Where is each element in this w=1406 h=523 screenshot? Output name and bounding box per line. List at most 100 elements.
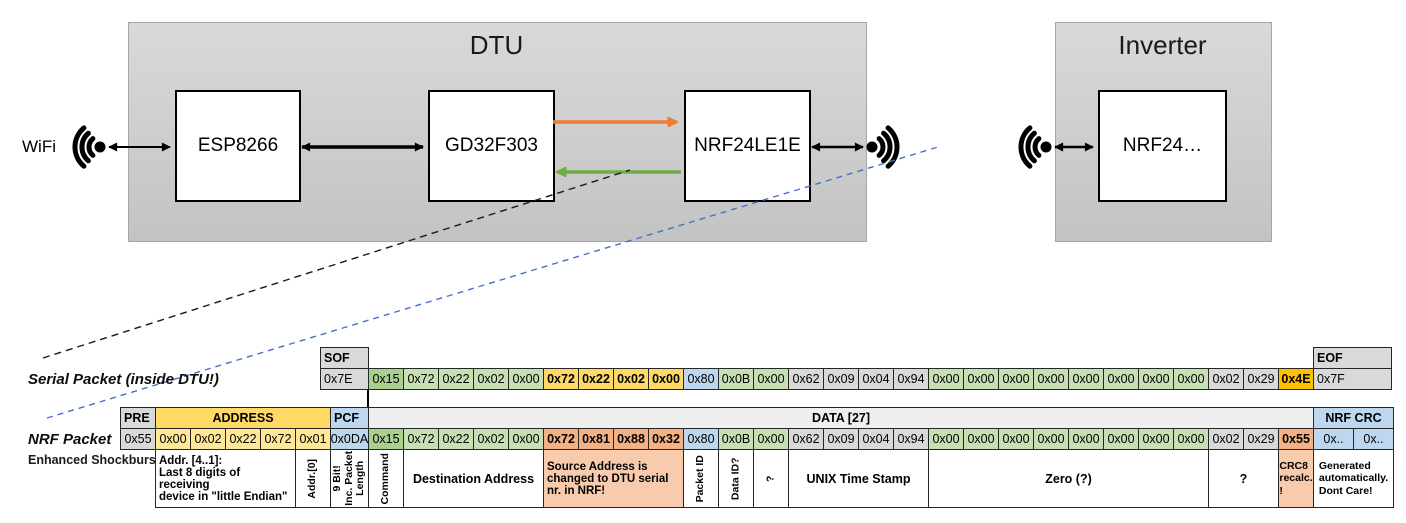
annotation-unix-time-stamp-text: UNIX Time Stamp	[806, 471, 911, 486]
annotation-destination-address: Destination Address	[403, 449, 544, 508]
serial-byte-1: 0x72	[403, 368, 439, 390]
nrf-byte-33: 0x55	[1278, 428, 1314, 450]
annotation-command: Command	[368, 449, 404, 508]
annotation-nrf-crc-generated-text: Generated automatically. Dont Care!	[1318, 460, 1389, 497]
serial-byte-9: 0x80	[683, 368, 719, 390]
serial-packet-label: Serial Packet (inside DTU!)	[28, 371, 219, 388]
serial-byte-6: 0x22	[578, 368, 614, 390]
nrf-byte-24: 0x00	[963, 428, 999, 450]
nrf-byte-16-text: 0x80	[687, 432, 715, 446]
nrf-byte-10: 0x02	[473, 428, 509, 450]
serial-byte-2: 0x22	[438, 368, 474, 390]
serial-byte-0: 0x15	[368, 368, 404, 390]
nrf-byte-11-text: 0x00	[512, 432, 540, 446]
serial-byte-20: 0x00	[1068, 368, 1104, 390]
serial-byte-1-text: 0x72	[407, 372, 435, 386]
nrf-byte-22: 0x94	[893, 428, 929, 450]
nrf-byte-12: 0x72	[543, 428, 579, 450]
sof-byte: 0x7E	[320, 368, 369, 390]
nrf-byte-5-text: 0x01	[299, 432, 327, 446]
radio-icon-inverter	[1018, 125, 1052, 169]
annotation-address-4-1-text: Addr. [4..1]: Last 8 digits of receiving…	[159, 454, 288, 503]
serial-byte-14: 0x04	[858, 368, 894, 390]
nrf-byte-1-text: 0x00	[159, 432, 187, 446]
annotation-blank	[120, 449, 156, 508]
serial-byte-11-text: 0x00	[757, 372, 785, 386]
annotation-source-address-text: Source Address is changed to DTU serial …	[547, 460, 669, 497]
nrf-byte-2-text: 0x02	[194, 432, 222, 446]
nrf-byte-16: 0x80	[683, 428, 719, 450]
nrf-byte-33-text: 0x55	[1282, 432, 1310, 446]
nrf-section-header-text: PRE	[124, 411, 150, 425]
nrf-packet-label: NRF Packet	[28, 431, 112, 448]
nrf-byte-25: 0x00	[998, 428, 1034, 450]
serial-byte-6-text: 0x22	[582, 372, 610, 386]
nrf-byte-26: 0x00	[1033, 428, 1069, 450]
serial-byte-23: 0x00	[1173, 368, 1209, 390]
serial-byte-25-text: 0x29	[1247, 372, 1275, 386]
serial-byte-3-text: 0x02	[477, 372, 505, 386]
chip-esp8266-label: ESP8266	[197, 135, 279, 156]
nrf-section-header: PRE	[120, 407, 156, 429]
serial-byte-5: 0x72	[543, 368, 579, 390]
annotation-pcf-length: 9 Bit! Inc. Packet Length	[330, 449, 369, 508]
nrf-byte-1: 0x00	[155, 428, 191, 450]
sof-byte-text: 0x7E	[324, 372, 353, 386]
nrf-byte-9-text: 0x22	[442, 432, 470, 446]
nrf-byte-24-text: 0x00	[967, 432, 995, 446]
serial-byte-23-text: 0x00	[1177, 372, 1205, 386]
nrf-byte-6: 0x0DA	[330, 428, 369, 450]
nrf-byte-20: 0x09	[823, 428, 859, 450]
nrf-byte-14: 0x88	[613, 428, 649, 450]
wifi-label: WiFi	[22, 137, 56, 156]
nrf-byte-30-text: 0x00	[1177, 432, 1205, 446]
nrf-byte-17-text: 0x0B	[721, 432, 751, 446]
nrf-byte-29-text: 0x00	[1142, 432, 1170, 446]
serial-byte-18: 0x00	[998, 368, 1034, 390]
serial-byte-22: 0x00	[1138, 368, 1174, 390]
annotation-pcf-length-text: 9 Bit! Inc. Packet Length	[331, 451, 367, 506]
annotation-destination-address-text: Destination Address	[412, 471, 535, 486]
serial-byte-22-text: 0x00	[1142, 372, 1170, 386]
serial-byte-3: 0x02	[473, 368, 509, 390]
serial-byte-16: 0x00	[928, 368, 964, 390]
serial-byte-2-text: 0x22	[442, 372, 470, 386]
nrf-byte-13: 0x81	[578, 428, 614, 450]
sof-header: SOF	[320, 347, 369, 369]
nrf-byte-0-text: 0x55	[124, 432, 152, 446]
serial-byte-21-text: 0x00	[1107, 372, 1135, 386]
nrf-section-header-text: DATA [27]	[811, 411, 871, 425]
chip-nrf24le1e-label: NRF24LE1E	[694, 135, 801, 156]
inverter-title: Inverter	[1118, 30, 1207, 60]
nrf-byte-34-text: 0x..	[1323, 432, 1344, 446]
nrf-byte-23: 0x00	[928, 428, 964, 450]
eof-header: EOF	[1313, 347, 1392, 369]
serial-byte-18-text: 0x00	[1002, 372, 1030, 386]
nrf-byte-9: 0x22	[438, 428, 474, 450]
nrf-byte-30: 0x00	[1173, 428, 1209, 450]
annotation-command-text: Command	[379, 452, 392, 505]
serial-byte-8-text: 0x00	[652, 372, 680, 386]
nrf-byte-5: 0x01	[295, 428, 331, 450]
annotation-unix-time-stamp: UNIX Time Stamp	[788, 449, 929, 508]
nrf-byte-32: 0x29	[1243, 428, 1279, 450]
nrf-byte-27: 0x00	[1068, 428, 1104, 450]
nrf-byte-25-text: 0x00	[1002, 432, 1030, 446]
serial-byte-10-text: 0x0B	[721, 372, 751, 386]
nrf-byte-28-text: 0x00	[1107, 432, 1135, 446]
annotation-address-4-1: Addr. [4..1]: Last 8 digits of receiving…	[155, 449, 296, 508]
serial-byte-17: 0x00	[963, 368, 999, 390]
eof-header-text: EOF	[1317, 351, 1343, 365]
chip-nrf24-inverter-label: NRF24…	[1122, 135, 1203, 156]
nrf-byte-15: 0x32	[648, 428, 684, 450]
wifi-icon	[72, 125, 106, 169]
eof-byte-text: 0x7F	[1317, 372, 1345, 386]
annotation-packet-id-text: Packet ID	[694, 454, 707, 503]
nrf-byte-17: 0x0B	[718, 428, 754, 450]
nrf-byte-35-text: 0x..	[1363, 432, 1384, 446]
nrf-byte-35: 0x..	[1353, 428, 1394, 450]
